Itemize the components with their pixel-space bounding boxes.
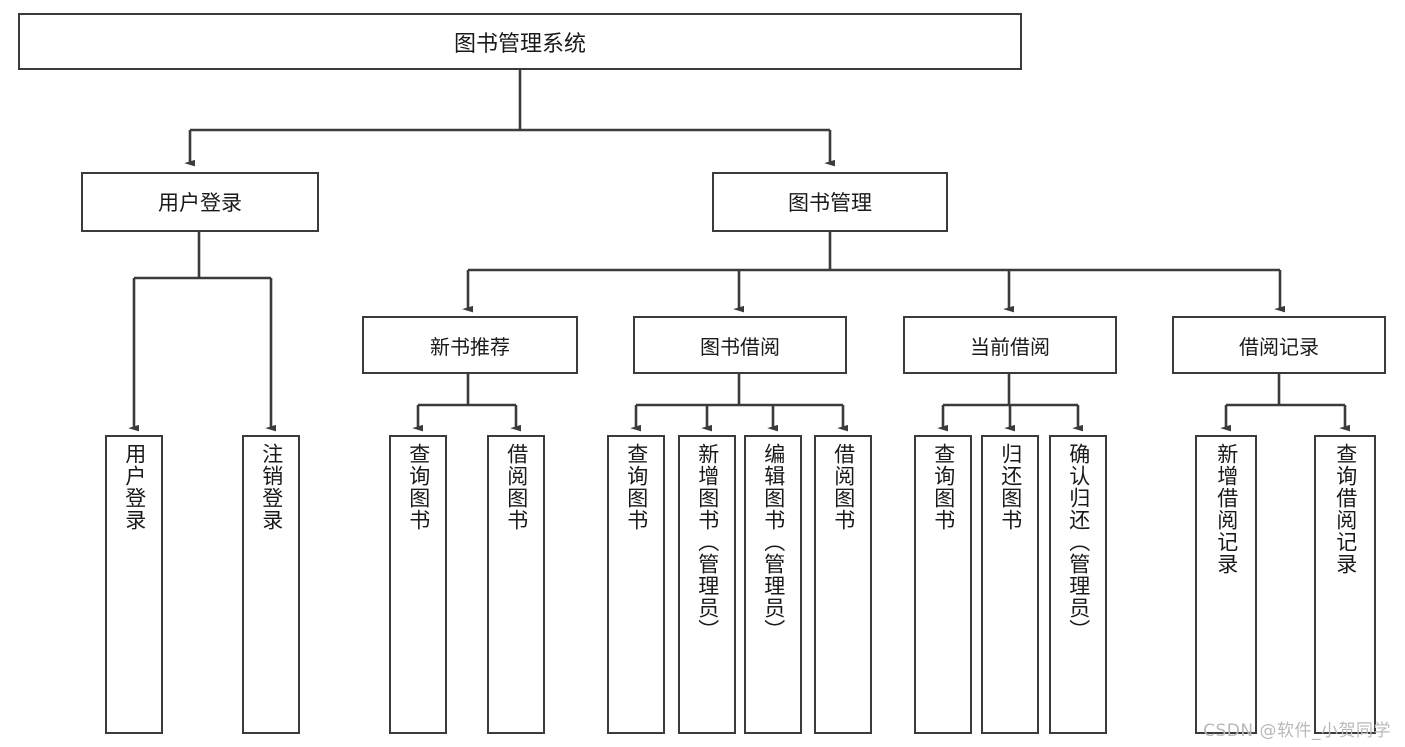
node-label: 注销登录 [259,443,284,531]
node-root-book-management-system[interactable]: 图书管理系统 [18,13,1022,70]
leaf-current-borrow-return-book[interactable]: 归还图书 [981,435,1039,734]
leaf-current-borrow-confirm-return-admin[interactable]: 确认归还（管理员） [1049,435,1107,734]
node-label: 新书推荐 [430,334,510,359]
node-label: 查询图书 [931,443,956,531]
node-book-borrow[interactable]: 图书借阅 [633,316,847,374]
node-label: 图书管理系统 [453,31,586,57]
node-label: 查询图书 [624,443,649,531]
leaf-book-borrow-query-book[interactable]: 查询图书 [607,435,665,734]
node-label: 图书借阅 [700,334,780,359]
node-label: 新增借阅记录 [1214,443,1239,575]
leaf-current-borrow-query-book[interactable]: 查询图书 [914,435,972,734]
node-new-book-recommend[interactable]: 新书推荐 [362,316,578,374]
node-label: 新增图书（管理员） [695,443,720,641]
node-label: 归还图书 [998,443,1023,531]
node-label: 查询借阅记录 [1333,443,1358,575]
leaf-book-borrow-add-book-admin[interactable]: 新增图书（管理员） [678,435,736,734]
leaf-borrow-record-query-record[interactable]: 查询借阅记录 [1314,435,1376,734]
csdn-watermark: CSDN @软件_小贺同学 [1203,721,1391,741]
leaf-user-login-login[interactable]: 用户登录 [105,435,163,734]
node-current-borrow[interactable]: 当前借阅 [903,316,1117,374]
node-label: 查询图书 [406,443,431,531]
node-label: 用户登录 [122,443,147,531]
node-label: 确认归还（管理员） [1066,443,1091,641]
node-label: 图书管理 [788,191,872,215]
node-user-login[interactable]: 用户登录 [81,172,319,232]
node-label: 编辑图书（管理员） [761,443,786,641]
leaf-book-borrow-borrow-book[interactable]: 借阅图书 [814,435,872,734]
leaf-book-borrow-edit-book-admin[interactable]: 编辑图书（管理员） [744,435,802,734]
node-label: 借阅图书 [831,443,856,531]
node-label: 用户登录 [158,191,242,215]
node-label: 借阅记录 [1239,334,1319,359]
leaf-borrow-record-add-record[interactable]: 新增借阅记录 [1195,435,1257,734]
node-book-management[interactable]: 图书管理 [712,172,948,232]
node-borrow-record[interactable]: 借阅记录 [1172,316,1386,374]
leaf-new-book-borrow-book[interactable]: 借阅图书 [487,435,545,734]
leaf-new-book-query-book[interactable]: 查询图书 [389,435,447,734]
node-label: 当前借阅 [970,334,1050,359]
node-label: 借阅图书 [504,443,529,531]
leaf-user-login-logout[interactable]: 注销登录 [242,435,300,734]
